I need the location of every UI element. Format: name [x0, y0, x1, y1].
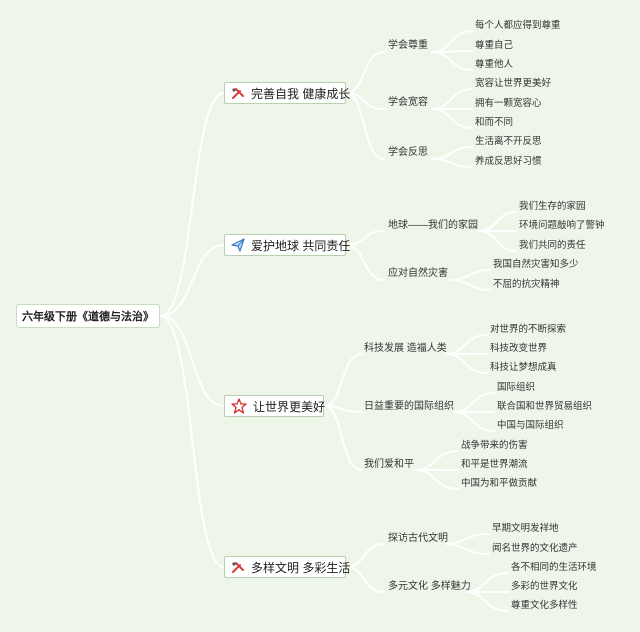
b1-s1-leaf-2[interactable]: 尊重自己 — [475, 40, 514, 51]
b2-sub-1[interactable]: 地球——我们的家园 — [388, 220, 478, 231]
link-root-b3 — [159, 315, 225, 407]
link-root-b2 — [159, 244, 225, 317]
b3-sub-2[interactable]: 日益重要的国际组织 — [364, 401, 454, 412]
b4-s2-leaf-3[interactable]: 尊重文化多样性 — [511, 600, 578, 611]
b1-s2-leaf-1[interactable]: 宽容让世界更美好 — [475, 78, 552, 89]
b4-sub-2[interactable]: 多元文化 多样魅力 — [388, 581, 471, 592]
tools-icon — [231, 85, 245, 101]
link-b1-s3 — [345, 92, 385, 160]
link-b2-s1 — [345, 230, 385, 246]
b3-s2-leaf-3[interactable]: 中国与国际组织 — [497, 420, 564, 431]
b1-sub-3[interactable]: 学会反思 — [388, 147, 428, 158]
b3-s1-leaf-1[interactable]: 对世界的不断探索 — [490, 324, 567, 335]
branch-2-label: 爱护地球 共同责任 — [251, 238, 351, 253]
link-b3-s3 — [323, 405, 363, 471]
link-b3-s2-leaves — [453, 392, 495, 432]
b4-s1-leaf-1[interactable]: 早期文明发祥地 — [492, 523, 559, 534]
b1-sub-2[interactable]: 学会宽容 — [388, 97, 428, 108]
b4-s1-leaf-2[interactable]: 闻名世界的文化遗产 — [492, 543, 578, 554]
link-b2-s2-leaves — [449, 269, 491, 291]
b1-s3-leaf-2[interactable]: 养成反思好习惯 — [475, 156, 542, 167]
tools-icon — [231, 559, 245, 575]
branch-1-label: 完善自我 健康成长 — [251, 86, 351, 101]
link-b4-s2-leaves — [465, 572, 509, 612]
b4-s2-leaf-1[interactable]: 各不相同的生活环境 — [511, 562, 597, 573]
link-root-b4 — [159, 315, 225, 568]
b1-s2-leaf-2[interactable]: 拥有一颗宽容心 — [475, 98, 542, 109]
branch-4-label: 多样文明 多彩生活 — [251, 560, 351, 575]
b3-s2-leaf-2[interactable]: 联合国和世界贸易组织 — [497, 401, 593, 412]
branch-3-label: 让世界更美好 — [253, 399, 326, 414]
b3-sub-3[interactable]: 我们爱和平 — [364, 459, 414, 470]
branch-2-topic[interactable]: 爱护地球 共同责任 — [224, 234, 350, 256]
root-topic[interactable]: 六年级下册《道德与法治》 — [16, 304, 160, 328]
b1-s1-leaf-3[interactable]: 尊重他人 — [475, 59, 514, 70]
b1-s1-leaf-1[interactable]: 每个人都应得到尊重 — [475, 20, 561, 31]
branch-1-topic[interactable]: 完善自我 健康成长 — [224, 82, 350, 104]
b4-sub-1[interactable]: 探访古代文明 — [388, 533, 448, 544]
b2-s2-leaf-1[interactable]: 我国自然灾害知多少 — [493, 259, 579, 270]
b2-s2-leaf-2[interactable]: 不屈的抗灾精神 — [493, 279, 560, 290]
b3-s3-leaf-2[interactable]: 和平是世界潮流 — [461, 459, 528, 470]
link-b4-s1 — [345, 543, 385, 568]
b3-s3-leaf-1[interactable]: 战争带来的伤害 — [461, 440, 528, 451]
b4-s2-leaf-2[interactable]: 多彩的世界文化 — [511, 581, 578, 592]
link-b4-s1-leaves — [445, 533, 490, 555]
star-icon — [231, 398, 247, 414]
b3-s3-leaf-3[interactable]: 中国为和平做贡献 — [461, 478, 538, 489]
link-b1-s1-leaves — [431, 30, 473, 71]
link-b1-s2-leaves — [431, 88, 473, 129]
b1-s3-leaf-1[interactable]: 生活离不开反思 — [475, 136, 542, 147]
b2-s1-leaf-1[interactable]: 我们生存的家园 — [519, 201, 586, 212]
b2-s1-leaf-3[interactable]: 我们共同的责任 — [519, 240, 586, 251]
link-b1-s3-leaves — [431, 146, 473, 168]
link-b1-s1 — [345, 51, 385, 94]
branch-3-topic[interactable]: 让世界更美好 — [224, 395, 326, 417]
b3-s1-leaf-2[interactable]: 科技改变世界 — [490, 343, 548, 354]
link-b2-s2 — [345, 244, 385, 281]
b2-sub-2[interactable]: 应对自然灾害 — [388, 268, 448, 279]
b3-s2-leaf-1[interactable]: 国际组织 — [497, 382, 536, 393]
link-b3-s3-leaves — [415, 450, 459, 490]
link-b3-s1-leaves — [445, 334, 488, 374]
link-b3-s1 — [323, 353, 363, 407]
b1-s2-leaf-3[interactable]: 和而不同 — [475, 117, 514, 128]
b3-s1-leaf-3[interactable]: 科技让梦想成真 — [490, 362, 557, 373]
link-root-b1 — [159, 92, 225, 317]
b1-sub-1[interactable]: 学会尊重 — [388, 40, 428, 51]
b2-s1-leaf-2[interactable]: 环境问题敲响了警钟 — [519, 220, 605, 231]
link-b2-s1-leaves — [477, 211, 517, 252]
link-b4-s2 — [345, 566, 385, 593]
b3-sub-1[interactable]: 科技发展 造福人类 — [364, 343, 447, 354]
paper-plane-icon — [231, 237, 245, 253]
branch-4-topic[interactable]: 多样文明 多彩生活 — [224, 556, 350, 578]
